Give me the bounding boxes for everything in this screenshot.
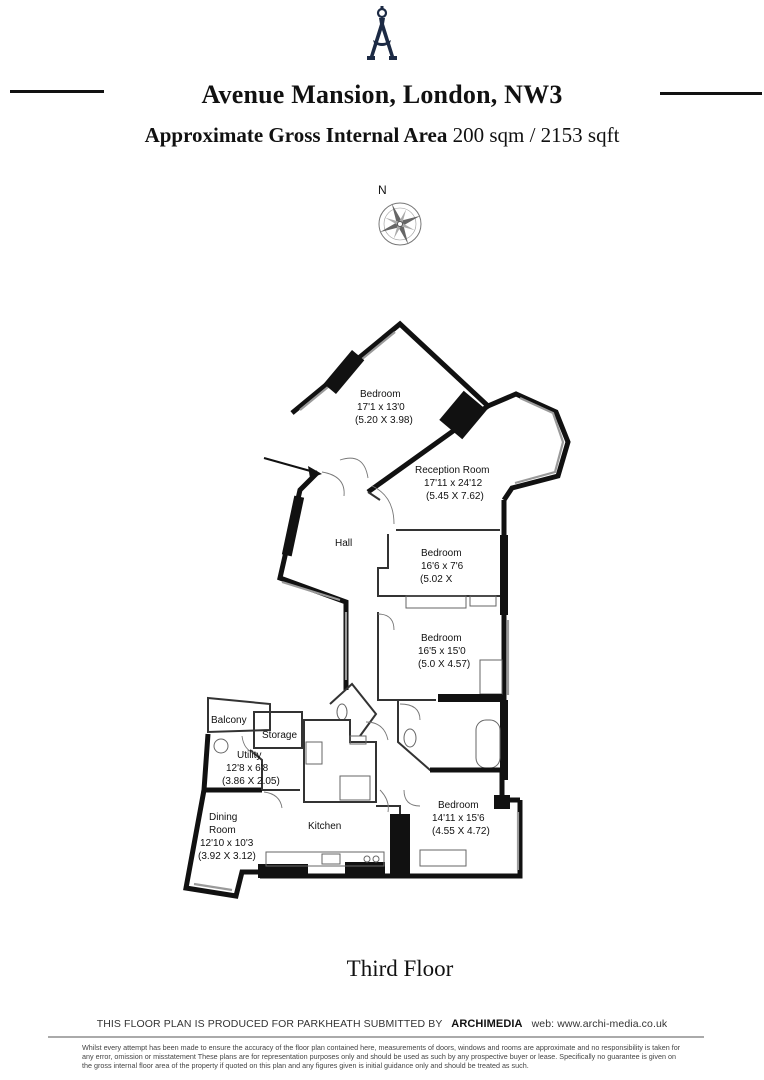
window-dining bbox=[193, 882, 233, 892]
wall-wc bbox=[329, 682, 378, 737]
svg-text:(4.55 X 4.72): (4.55 X 4.72) bbox=[432, 826, 490, 837]
wall-reception-inner bbox=[367, 491, 500, 531]
hob-ring bbox=[363, 855, 371, 863]
wall-storage bbox=[253, 711, 303, 749]
window-reception-bay bbox=[514, 396, 565, 485]
wall-bedroom-lower bbox=[430, 767, 520, 803]
wall-block-mid bbox=[438, 694, 502, 702]
wardrobe-2 bbox=[469, 595, 497, 607]
door-entrance bbox=[321, 457, 369, 497]
wall-block-top bbox=[323, 350, 365, 394]
wall-right-block bbox=[500, 535, 508, 615]
wall-kitchen-bottom bbox=[260, 800, 523, 879]
door-kitchen bbox=[263, 789, 389, 813]
kitchen-worktop bbox=[265, 851, 385, 867]
door-reception bbox=[371, 485, 395, 525]
footer-brand: ARCHIMEDIA bbox=[451, 1018, 523, 1030]
room-label-bedroom-top: Bedroom 17'1 x 13'0 (5.20 X 3.98) bbox=[355, 389, 413, 426]
footer-web: web: www.archi-media.co.uk bbox=[531, 1018, 668, 1030]
door-utility bbox=[241, 735, 259, 755]
basin bbox=[305, 741, 323, 765]
svg-text:Bedroom: Bedroom bbox=[438, 800, 479, 811]
svg-text:Bedroom: Bedroom bbox=[360, 389, 401, 400]
svg-text:16'5 x 15'0: 16'5 x 15'0 bbox=[418, 646, 466, 657]
wardrobe-1 bbox=[405, 595, 467, 609]
kitchen-sink bbox=[321, 853, 341, 865]
room-label-dining: Dining Room 12'10 x 10'3 (3.92 X 3.12) bbox=[198, 812, 256, 862]
floor-label: Third Floor bbox=[346, 956, 454, 981]
room-label-reception: Reception Room 17'11 x 24'12 (5.45 X 7.6… bbox=[415, 465, 489, 502]
wall-kitchen-top bbox=[262, 789, 401, 850]
svg-text:(3.86 X 2.05): (3.86 X 2.05) bbox=[222, 776, 280, 787]
footer-disclaimer: Whilst every attempt has been made to en… bbox=[82, 1043, 681, 1071]
header-rule-left bbox=[10, 90, 104, 93]
chimney-block bbox=[439, 390, 487, 440]
north-label: N bbox=[378, 183, 387, 197]
door-ensuite bbox=[399, 703, 421, 721]
wall-bedroom-lower-corner bbox=[494, 795, 510, 809]
room-label-bedroom-lower: Bedroom 14'11 x 15'6 (4.55 X 4.72) bbox=[432, 800, 490, 837]
wall-shower-room bbox=[303, 719, 377, 803]
door-bedroom-middle bbox=[377, 613, 395, 631]
wall-reception bbox=[487, 391, 571, 502]
svg-text:Bedroom: Bedroom bbox=[421, 548, 462, 559]
bathtub bbox=[475, 719, 501, 769]
page-title: Avenue Mansion, London, NW3 bbox=[201, 80, 563, 109]
footer-credit: THIS FLOOR PLAN IS PRODUCED FOR PARKHEAT… bbox=[0, 1018, 764, 1030]
svg-text:12'8 x 6'8: 12'8 x 6'8 bbox=[226, 763, 269, 774]
wall-ensuite bbox=[397, 700, 500, 771]
room-label-balcony: Balcony bbox=[211, 715, 247, 726]
svg-text:Reception Room: Reception Room bbox=[415, 465, 489, 476]
svg-text:(5.0 X 4.57): (5.0 X 4.57) bbox=[418, 659, 470, 670]
compass-rose-icon bbox=[378, 202, 422, 246]
svg-text:14'11 x 15'6: 14'11 x 15'6 bbox=[432, 813, 485, 824]
room-label-hall: Hall bbox=[335, 538, 352, 549]
room-label-storage: Storage bbox=[262, 730, 297, 741]
room-label-kitchen: Kitchen bbox=[308, 821, 341, 832]
footer-divider bbox=[48, 1036, 704, 1038]
wall-dining bbox=[183, 789, 260, 899]
area-label: Approximate Gross Internal Area bbox=[144, 123, 448, 147]
wall-balcony bbox=[207, 696, 271, 734]
wall-block-hall bbox=[281, 495, 305, 557]
wc-toilet bbox=[336, 703, 348, 721]
wardrobe-lower bbox=[419, 849, 467, 867]
svg-text:(3.92 X 3.12): (3.92 X 3.12) bbox=[198, 851, 256, 862]
area-value: 200 sqm / 2153 sqft bbox=[452, 123, 620, 147]
window-hall bbox=[281, 580, 341, 602]
svg-text:17'11 x 24'12: 17'11 x 24'12 bbox=[424, 478, 483, 489]
room-label-bedroom-small: Bedroom 16'6 x 7'6 (5.02 X bbox=[420, 548, 464, 585]
area-subtitle: Approximate Gross Internal Area 200 sqm … bbox=[0, 123, 764, 148]
wall-right-block-2 bbox=[500, 700, 508, 780]
svg-text:(5.45 X 7.62): (5.45 X 7.62) bbox=[426, 491, 484, 502]
svg-text:17'1 x 13'0: 17'1 x 13'0 bbox=[357, 402, 405, 413]
svg-text:Room: Room bbox=[209, 825, 236, 836]
svg-text:Bedroom: Bedroom bbox=[421, 633, 462, 644]
wall-bedroom-lower-block bbox=[390, 814, 410, 874]
hob-ring-2 bbox=[372, 855, 380, 863]
entrance-arrow-icon bbox=[263, 457, 322, 478]
door-wc bbox=[365, 721, 389, 741]
room-label-utility: Utility 12'8 x 6'8 (3.86 X 2.05) bbox=[222, 750, 280, 787]
svg-text:(5.20 X 3.98): (5.20 X 3.98) bbox=[355, 415, 413, 426]
svg-text:12'10 x 10'3: 12'10 x 10'3 bbox=[200, 838, 254, 849]
svg-text:16'6 x 7'6: 16'6 x 7'6 bbox=[421, 561, 464, 572]
wall-hall-left bbox=[277, 470, 349, 690]
shower-tray bbox=[339, 775, 371, 801]
compass-logo-icon bbox=[367, 6, 397, 60]
room-label-bedroom-middle: Bedroom 16'5 x 15'0 (5.0 X 4.57) bbox=[418, 633, 470, 670]
wall-bedroom-middle bbox=[377, 612, 436, 701]
floor-plan: .w { fill: none; stroke: #111; stroke-wi… bbox=[183, 320, 571, 899]
svg-text:Utility: Utility bbox=[237, 750, 261, 761]
ensuite-toilet bbox=[403, 728, 417, 748]
header-rule-right bbox=[660, 92, 762, 95]
svg-text:(5.02 X: (5.02 X bbox=[420, 574, 453, 585]
washing-machine bbox=[213, 738, 229, 754]
shower-basin bbox=[349, 735, 367, 745]
svg-text:Dining: Dining bbox=[209, 812, 237, 823]
door-bedroom-lower bbox=[403, 789, 421, 807]
footer-produced-by: THIS FLOOR PLAN IS PRODUCED FOR PARKHEAT… bbox=[96, 1018, 443, 1030]
wardrobe-3 bbox=[479, 659, 503, 695]
